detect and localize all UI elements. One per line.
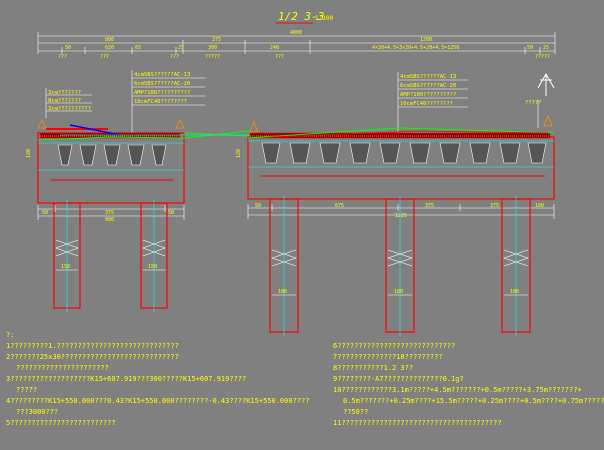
dim-right-span: 4×20+4.5+3×20+4.5+20+4.5=1250 — [372, 45, 459, 51]
right-height-label: 120 — [236, 149, 242, 158]
right-legend-line-2: 6cmSBS??????AC-20 — [400, 83, 456, 89]
dim-q-d: ????? — [205, 54, 220, 60]
note-line: 0.5m???????+0.25m????+15.5m?????+0.25m??… — [343, 397, 604, 405]
note-line: 3???????????????????K15+607.919???300???… — [6, 375, 247, 383]
left-layer-legend: 3cm??????? 8cm??????? 3cm?????????? — [45, 88, 92, 118]
note-line: 1?????????1.????????????????????????????… — [6, 342, 179, 350]
left-dim-total: 800 — [105, 217, 114, 223]
right-dim-d: 375 — [490, 203, 499, 209]
dim-right-small-a: 50 — [527, 45, 533, 51]
notes-left-column: ?: 1?????????1.?????????????????????????… — [6, 330, 310, 429]
dim-seg-620: 620 — [105, 45, 114, 51]
dim-overall: 4000 — [290, 30, 302, 36]
left-legend-line-2: 8cm??????? — [48, 98, 81, 104]
right-dim-b: 675 — [335, 203, 344, 209]
dim-q-b: ??? — [100, 54, 109, 60]
notes-title: ?: — [6, 331, 15, 339]
left-dim-a: 50 — [42, 210, 48, 216]
right-marker-label: ????? — [525, 100, 542, 106]
right-dim-c: 375 — [425, 203, 434, 209]
right-dim-total: 1225 — [395, 213, 407, 219]
right-legend-line-4: 10cmFC40???????? — [400, 101, 453, 107]
dim-left-mid: 375 — [212, 37, 221, 43]
design-notes: ?: 1?????????1.?????????????????????????… — [0, 330, 604, 450]
left-bottom-dimensions — [37, 205, 185, 220]
right-bottom-dimensions — [247, 204, 555, 219]
right-legend-line-3: AMP?100?????????? — [400, 92, 456, 98]
dim-right-part: 1200 — [420, 37, 432, 43]
left-legend-line-1: 3cm??????? — [48, 90, 81, 96]
drawing-scale: 1:100 — [315, 15, 333, 22]
note-line: ???3000??? — [16, 408, 59, 416]
left-superstructure — [37, 119, 185, 204]
left-legend-line-3: 3cm?????????? — [48, 106, 91, 112]
dim-seg-50: 50 — [65, 45, 71, 51]
right-layer-legend: 4cmSBS??????AC-13 6cmSBS??????AC-20 AMP?… — [397, 72, 468, 135]
mid-layer-legend: 4cmSBS??????AC-13 6cmSBS??????AC-20 AMP?… — [131, 70, 205, 135]
dim-q-f: ????? — [535, 54, 550, 60]
left-piles — [53, 200, 168, 312]
left-height-label: 120 — [26, 149, 32, 158]
left-dim-c: 50 — [168, 210, 174, 216]
note-line: 6???????????????????????????? — [333, 342, 456, 350]
right-legend-line-1: 4cmSBS??????AC-13 — [400, 74, 456, 80]
note-line: 5????????????????????????? — [6, 419, 116, 427]
note-line: 9????????-A7??????????????0.1g? — [333, 375, 464, 383]
north-arrow-icon — [537, 72, 555, 96]
pile-label-1: 150 — [61, 264, 70, 270]
note-line: 11?????????????????????????????????????? — [333, 419, 502, 427]
dim-seg-240: 240 — [270, 45, 279, 51]
note-line: 10????????????3.1m?????+4.5m???????+0.5m… — [333, 386, 582, 394]
right-piles — [269, 196, 531, 336]
note-line: ??50?? — [343, 408, 369, 416]
pile-label-5: 180 — [510, 289, 519, 295]
mid-legend-line-1: 4cmSBS??????AC-13 — [134, 72, 190, 78]
note-line: ????? — [16, 386, 38, 394]
drawing-title: 1/2 3-3 — [278, 10, 324, 23]
pile-label-4: 180 — [394, 289, 403, 295]
notes-right-column: 6???????????????????????????? 7?????????… — [333, 341, 604, 429]
dim-seg-300: 300 — [208, 45, 217, 51]
note-line: ?????????????????????? — [16, 364, 109, 372]
pile-label-2: 150 — [148, 264, 157, 270]
note-line: 8???????????1.2 3?? — [333, 364, 414, 372]
dim-q-a: ??? — [58, 54, 67, 60]
dim-seg-65: 65 — [135, 45, 141, 51]
pile-label-3: 180 — [278, 289, 287, 295]
mid-legend-line-4: 10cmFC40???????? — [134, 99, 187, 105]
top-dimension-lines — [37, 32, 556, 54]
right-dim-e: 100 — [535, 203, 544, 209]
dim-seg-25: 25 — [178, 45, 184, 51]
dim-right-small-b: 25 — [543, 45, 549, 51]
left-dim-b: 375 — [105, 210, 114, 216]
note-line: 2???????25x30???????????????????????????… — [6, 353, 179, 361]
right-superstructure — [247, 114, 555, 200]
note-line: 7??????????????18????????? — [333, 353, 443, 361]
dim-left-total: 800 — [105, 37, 114, 43]
mid-legend-line-2: 6cmSBS??????AC-20 — [134, 81, 190, 87]
dim-q-e: ??? — [275, 54, 284, 60]
mid-legend-line-3: AMP?100?????????? — [134, 90, 190, 96]
pavement-profile-lines — [60, 130, 251, 139]
note-line: 4?????????K15+550.000???0.43?K15+550.000… — [6, 397, 310, 405]
right-dim-a: 50 — [255, 203, 261, 209]
dim-q-c: ??? — [170, 54, 179, 60]
